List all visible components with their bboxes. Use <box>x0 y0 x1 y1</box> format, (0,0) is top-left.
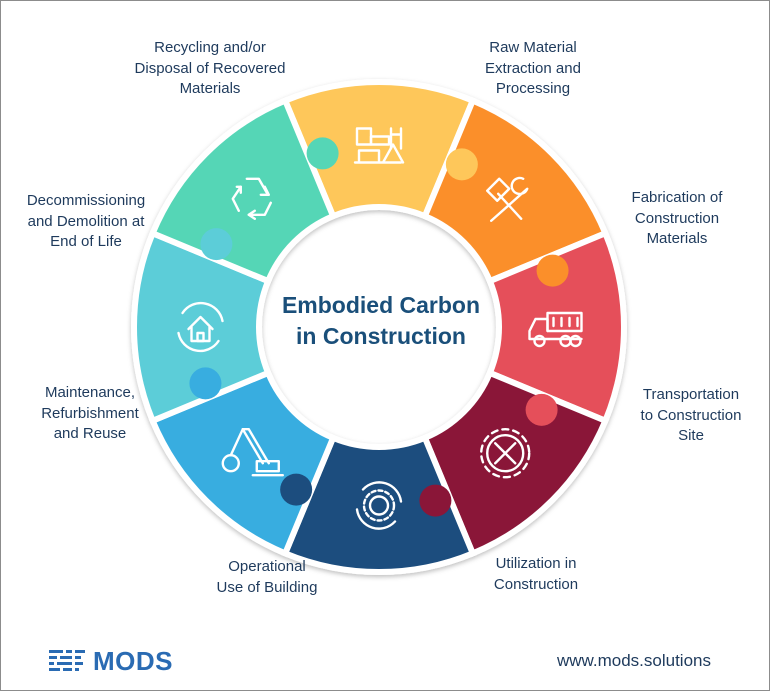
label-recycling: Recycling and/or Disposal of Recovered M… <box>134 39 286 97</box>
puzzle-tab-operational <box>280 473 313 506</box>
gear-tools-icon <box>480 428 531 479</box>
puzzle-tab-recycling <box>306 137 339 170</box>
center-title-line-1: Embodied Carbon <box>281 292 481 318</box>
puzzle-tab-fabrication <box>536 254 569 287</box>
house-cycle-icon <box>177 301 224 353</box>
puzzle-tab-utilization <box>419 484 452 517</box>
label-operational: Operational Use of Building <box>216 558 318 596</box>
puzzle-tab-maintenance <box>189 367 222 400</box>
segment-recycling <box>148 96 337 285</box>
label-fabrication: Fabrication of Construction Materials <box>631 189 723 247</box>
crane-icon <box>221 428 284 477</box>
mods-logo[interactable]: MODS <box>49 646 173 676</box>
puzzle-tab-decommissioning <box>200 228 233 261</box>
materials-icon <box>353 127 405 164</box>
center-title-line-2: in Construction <box>296 323 466 349</box>
dump-truck-icon <box>528 311 583 348</box>
logo-text: MODS <box>93 645 173 676</box>
gear-cycle-icon <box>355 481 403 530</box>
puzzle-tab-raw-material <box>445 148 478 181</box>
tools-icon <box>486 176 529 222</box>
website-link[interactable]: www.mods.solutions <box>556 651 711 670</box>
label-transportation: Transportation to Construction Site <box>640 386 742 444</box>
label-decommissioning: Decommissioning and Demolition at End of… <box>26 192 146 250</box>
center-title: Embodied Carbon in Construction <box>251 290 511 352</box>
label-utilization: Utilization in Construction <box>493 555 579 593</box>
recycle-icon <box>231 177 272 220</box>
label-maintenance: Maintenance, Refurbishment and Reuse <box>41 384 139 442</box>
mods-logo-icon <box>49 650 85 671</box>
label-raw-material: Raw Material Extraction and Processing <box>485 39 581 97</box>
puzzle-tab-transportation <box>525 393 558 426</box>
